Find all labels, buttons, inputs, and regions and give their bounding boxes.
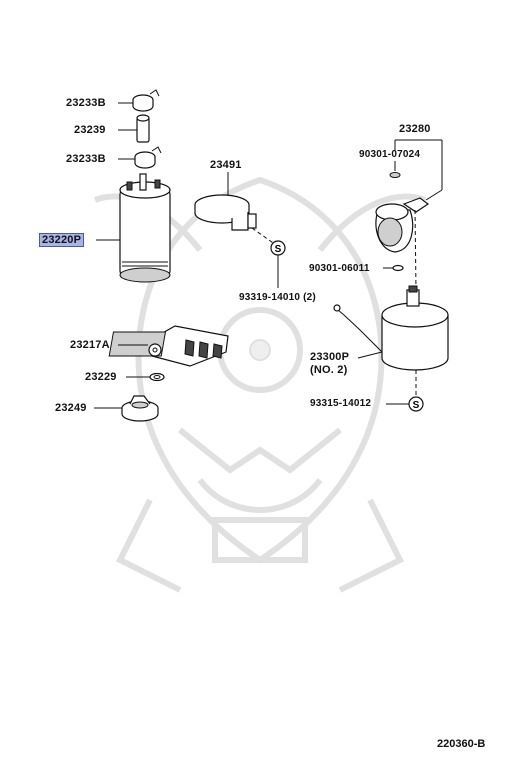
label-90301-07024[interactable]: 90301-07024 — [359, 149, 421, 160]
hose-part — [136, 114, 150, 143]
label-90301-06011[interactable]: 90301-06011 — [309, 263, 370, 274]
label-23233b-top[interactable]: 23233B — [66, 97, 106, 109]
label-23229[interactable]: 23229 — [85, 371, 117, 383]
bracket-band-part — [194, 194, 257, 231]
label-93315[interactable]: 93315-14012 — [310, 398, 372, 409]
washer-part — [149, 372, 165, 382]
label-23249[interactable]: 23249 — [55, 402, 87, 414]
fuel-pump-part — [119, 173, 171, 283]
cap-part — [121, 395, 159, 422]
label-23239[interactable]: 23239 — [74, 124, 106, 136]
label-23491[interactable]: 23491 — [210, 159, 242, 171]
watermark-emblem — [93, 176, 427, 593]
clamp-bottom-part — [134, 146, 162, 169]
fuel-filter-part — [333, 285, 449, 371]
screw-symbol-1-letter: S — [275, 244, 282, 255]
label-23300p[interactable]: 23300P — [310, 351, 350, 363]
label-23233b-bottom[interactable]: 23233B — [66, 153, 106, 165]
regulator-part — [375, 172, 430, 253]
label-23300p-sub: (NO. 2) — [310, 364, 348, 376]
label-23280[interactable]: 23280 — [399, 123, 431, 135]
o-ring-part — [392, 264, 404, 272]
label-93319[interactable]: 93319-14010 (2) — [239, 292, 316, 303]
connector-part — [108, 325, 229, 367]
label-23220p[interactable]: 23220P — [39, 233, 85, 247]
clamp-top-part — [132, 89, 160, 112]
label-23217a[interactable]: 23217A — [70, 339, 110, 351]
screw-symbol-2-letter: S — [413, 400, 420, 411]
diagram-code: 220360-B — [437, 738, 486, 750]
